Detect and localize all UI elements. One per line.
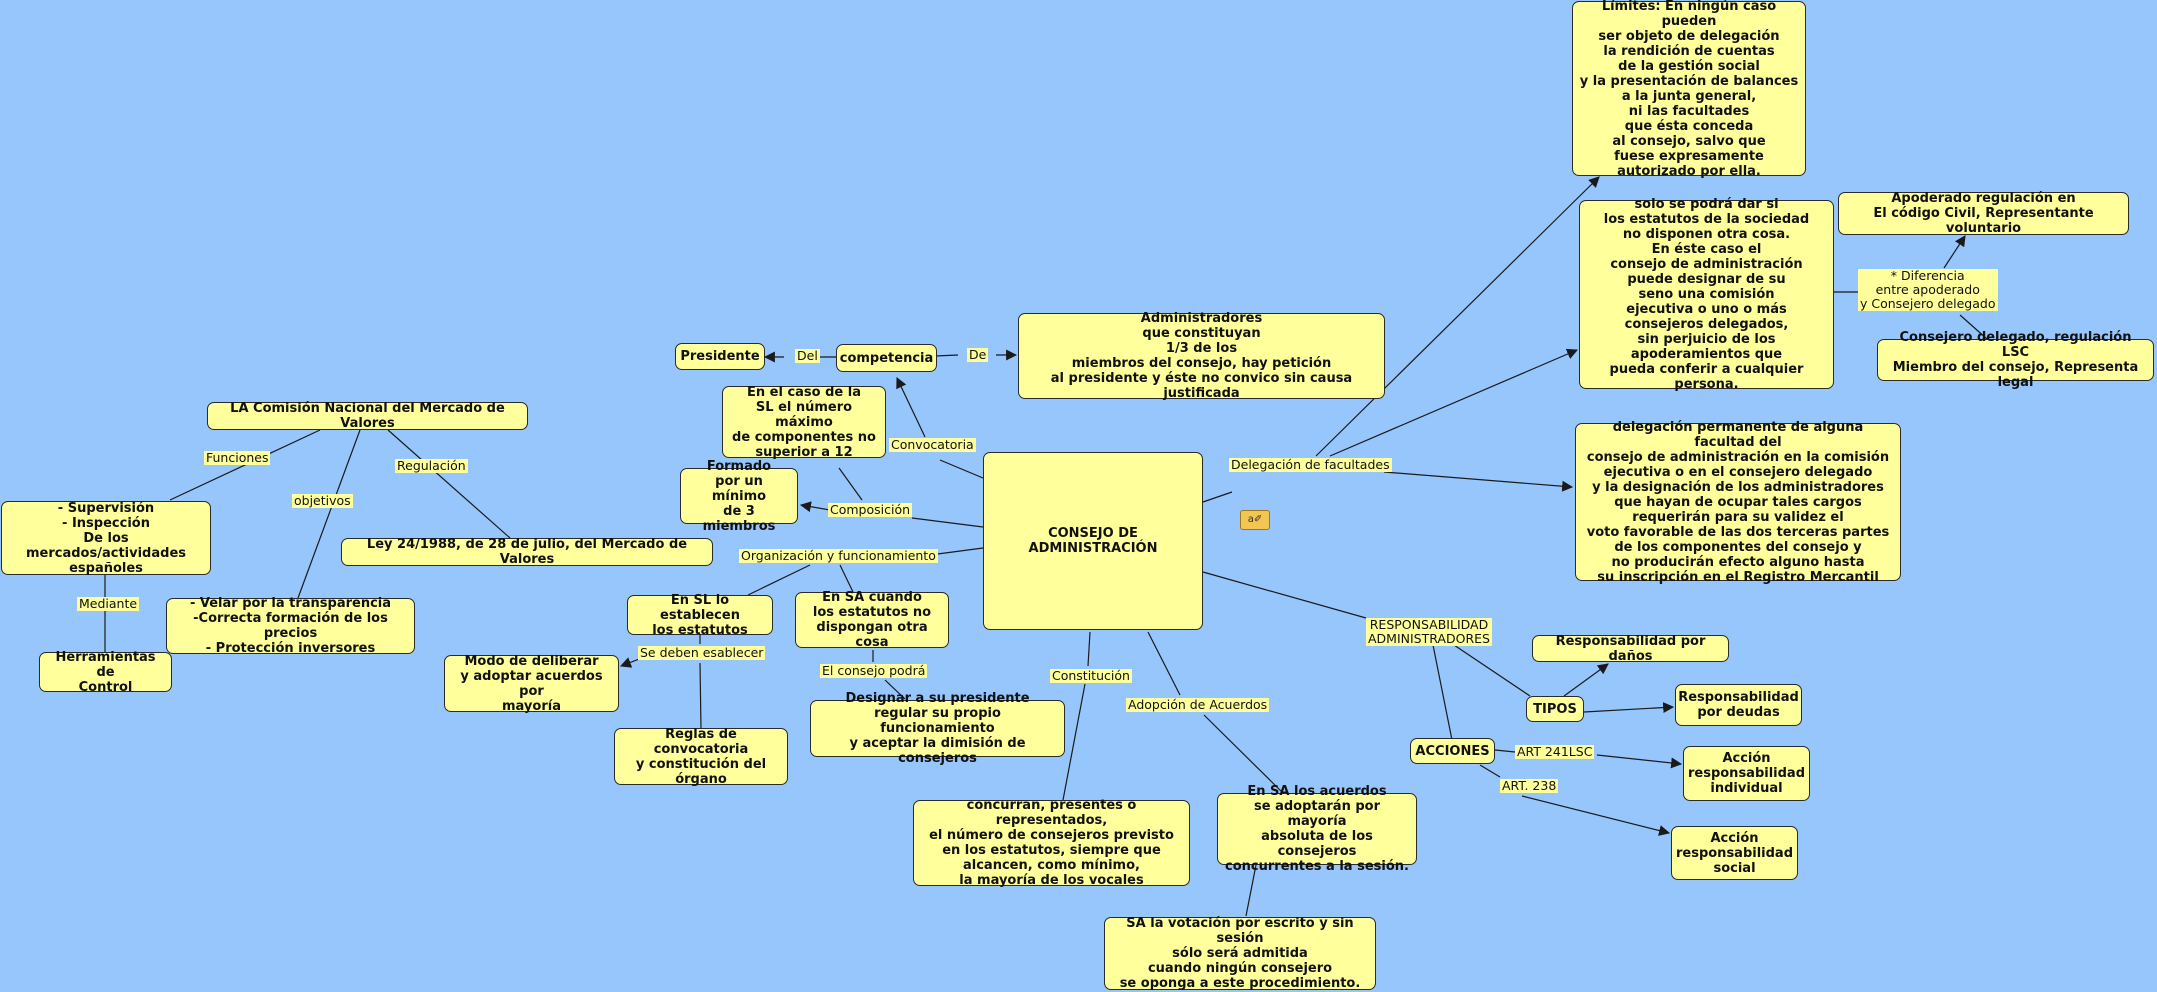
link-consejo-adopcion: [1147, 631, 1181, 696]
link-consejo-composicion: [911, 517, 984, 528]
link-art241-individual: [1596, 754, 1683, 769]
velar-node[interactable]: - Velar por la transparencia -Correcta f…: [166, 596, 415, 656]
link-se-deben-reglas: [699, 662, 702, 730]
link-cnmv-regulacion: [387, 429, 511, 539]
link-tipos-danos: [1563, 663, 1609, 697]
link-convocatoria-competencia: [896, 377, 926, 438]
acciones-node[interactable]: ACCIONES: [1410, 738, 1495, 764]
label-delegacion-facultades: Delegación de facultades: [1229, 457, 1392, 472]
administradores-node[interactable]: Administradores que constituyan 1/3 de l…: [1018, 311, 1385, 401]
accion-social-node[interactable]: Acción responsabilidad social: [1671, 826, 1798, 880]
label-diferencia: * Diferencia entre apoderado y Consejero…: [1858, 268, 1998, 311]
label-objetivos: objetivos: [292, 493, 353, 508]
tipos-node[interactable]: TIPOS: [1526, 696, 1584, 722]
link-organizacion-sa: [839, 564, 854, 593]
link-consejo-convocatoria: [939, 459, 984, 479]
competencia-node[interactable]: competencia: [836, 344, 937, 372]
ley24-node[interactable]: Ley 24/1988, de 28 de julio, del Mercado…: [341, 537, 713, 567]
link-acciones-art241: [1494, 749, 1516, 753]
link-consejo-delegacion: [1202, 491, 1233, 503]
link-consejo-constitucion: [1087, 631, 1091, 667]
label-adopcion: Adopción de Acuerdos: [1126, 697, 1270, 712]
herramientas-node[interactable]: Herramientas de Control: [39, 650, 172, 695]
consejo-administracion-node[interactable]: CONSEJO DE ADMINISTRACIÓN: [983, 452, 1203, 630]
consejero-delegado-node[interactable]: Consejero delegado, regulación LSC Miemb…: [1877, 330, 2154, 390]
sl-estatutos-node[interactable]: En SL lo establecen los estatutos: [627, 593, 773, 638]
link-tipos-deudas: [1583, 702, 1675, 714]
link-composicion-slmax: [838, 467, 863, 501]
link-delegacion-limites: [1315, 176, 1600, 457]
link-acciones-art238: [1479, 764, 1501, 778]
link-adopcion-sa-acuerdos: [1203, 714, 1284, 794]
label-funciones: Funciones: [204, 450, 271, 465]
apoderado-node[interactable]: Apoderado regulación en El código Civil,…: [1838, 191, 2129, 236]
link-acuerdos-votacion: [1245, 864, 1257, 917]
sa-acuerdos-node[interactable]: En SA los acuerdos se adoptarán por mayo…: [1217, 784, 1417, 874]
link-art238-social: [1521, 795, 1671, 836]
link-organizacion-sl: [747, 564, 811, 596]
label-se-deben: Se deben esablecer: [638, 645, 766, 660]
resp-deudas-node[interactable]: Responsabilidad por deudas: [1675, 684, 1802, 726]
accion-individual-node[interactable]: Acción responsabilidad individual: [1683, 746, 1810, 801]
link-diferencia-consejero: [1959, 314, 1988, 340]
limites-node[interactable]: Límites: En ningún caso pueden ser objet…: [1572, 0, 1806, 179]
solo-dar-node[interactable]: solo se podrá dar si los estatutos de la…: [1579, 197, 1834, 392]
presidente-node[interactable]: Presidente: [675, 343, 765, 370]
label-organizacion: Organización y funcionamiento: [739, 548, 938, 563]
sl-maximo-node[interactable]: En el caso de la SL el número máximo de …: [722, 385, 886, 460]
designar-node[interactable]: Designar a su presidente regular su prop…: [810, 691, 1065, 766]
note-edit-icon[interactable]: a✐: [1240, 510, 1270, 530]
concurran-node[interactable]: concurran, presentes o representados, el…: [913, 798, 1190, 888]
sa-estatutos-node[interactable]: En SA cuando los estatutos no dispongan …: [795, 590, 949, 650]
formado-node[interactable]: Formado por un mínimo de 3 miembros: [680, 459, 798, 534]
label-regulacion: Regulación: [395, 458, 468, 473]
label-composicion: Composición: [828, 502, 913, 517]
delegacion-permanente-node[interactable]: delegación permanente de alguna facultad…: [1575, 420, 1901, 585]
link-delegacion-solo: [1329, 348, 1579, 457]
link-diferencia-apoderado: [1943, 235, 1966, 269]
label-responsabilidad-administradores: RESPONSABILIDAD ADMINISTRADORES: [1366, 617, 1492, 646]
cnmv-node[interactable]: LA Comisión Nacional del Mercado de Valo…: [207, 401, 528, 431]
label-constitucion: Constitución: [1050, 668, 1132, 683]
link-competencia-de: [934, 354, 959, 357]
link-cnmv-objetivos: [297, 429, 361, 599]
supervision-node[interactable]: - Supervisión - Inspección De los mercad…: [1, 501, 211, 576]
label-de: De: [967, 347, 989, 362]
link-constitucion-concurran: [1062, 683, 1086, 801]
link-cnmv-funciones: [169, 429, 321, 501]
label-mediante: Mediante: [77, 596, 140, 611]
link-resp-tipos: [1453, 644, 1531, 697]
label-del: Del: [795, 348, 820, 363]
reglas-node[interactable]: Reglas de convocatoria y constitución de…: [614, 727, 788, 787]
modo-deliberar-node[interactable]: Modo de deliberar y adoptar acuerdos por…: [444, 654, 619, 714]
link-consejo-organizacion: [929, 547, 984, 556]
link-consejo-responsabilidad: [1202, 571, 1367, 619]
resp-danos-node[interactable]: Responsabilidad por daños: [1532, 634, 1729, 664]
link-composicion-formado: [799, 501, 831, 513]
label-art238: ART. 238: [1500, 778, 1559, 793]
link-podra-designar: [884, 679, 906, 700]
link-resp-acciones: [1432, 644, 1453, 741]
label-art241: ART 241LSC: [1515, 744, 1595, 759]
label-consejo-podra: El consejo podrá: [820, 663, 928, 678]
label-convocatoria: Convocatoria: [889, 437, 976, 452]
sa-votacion-node[interactable]: SA la votación por escrito y sin sesión …: [1104, 916, 1376, 991]
link-delegacion-permanente: [1383, 471, 1574, 492]
